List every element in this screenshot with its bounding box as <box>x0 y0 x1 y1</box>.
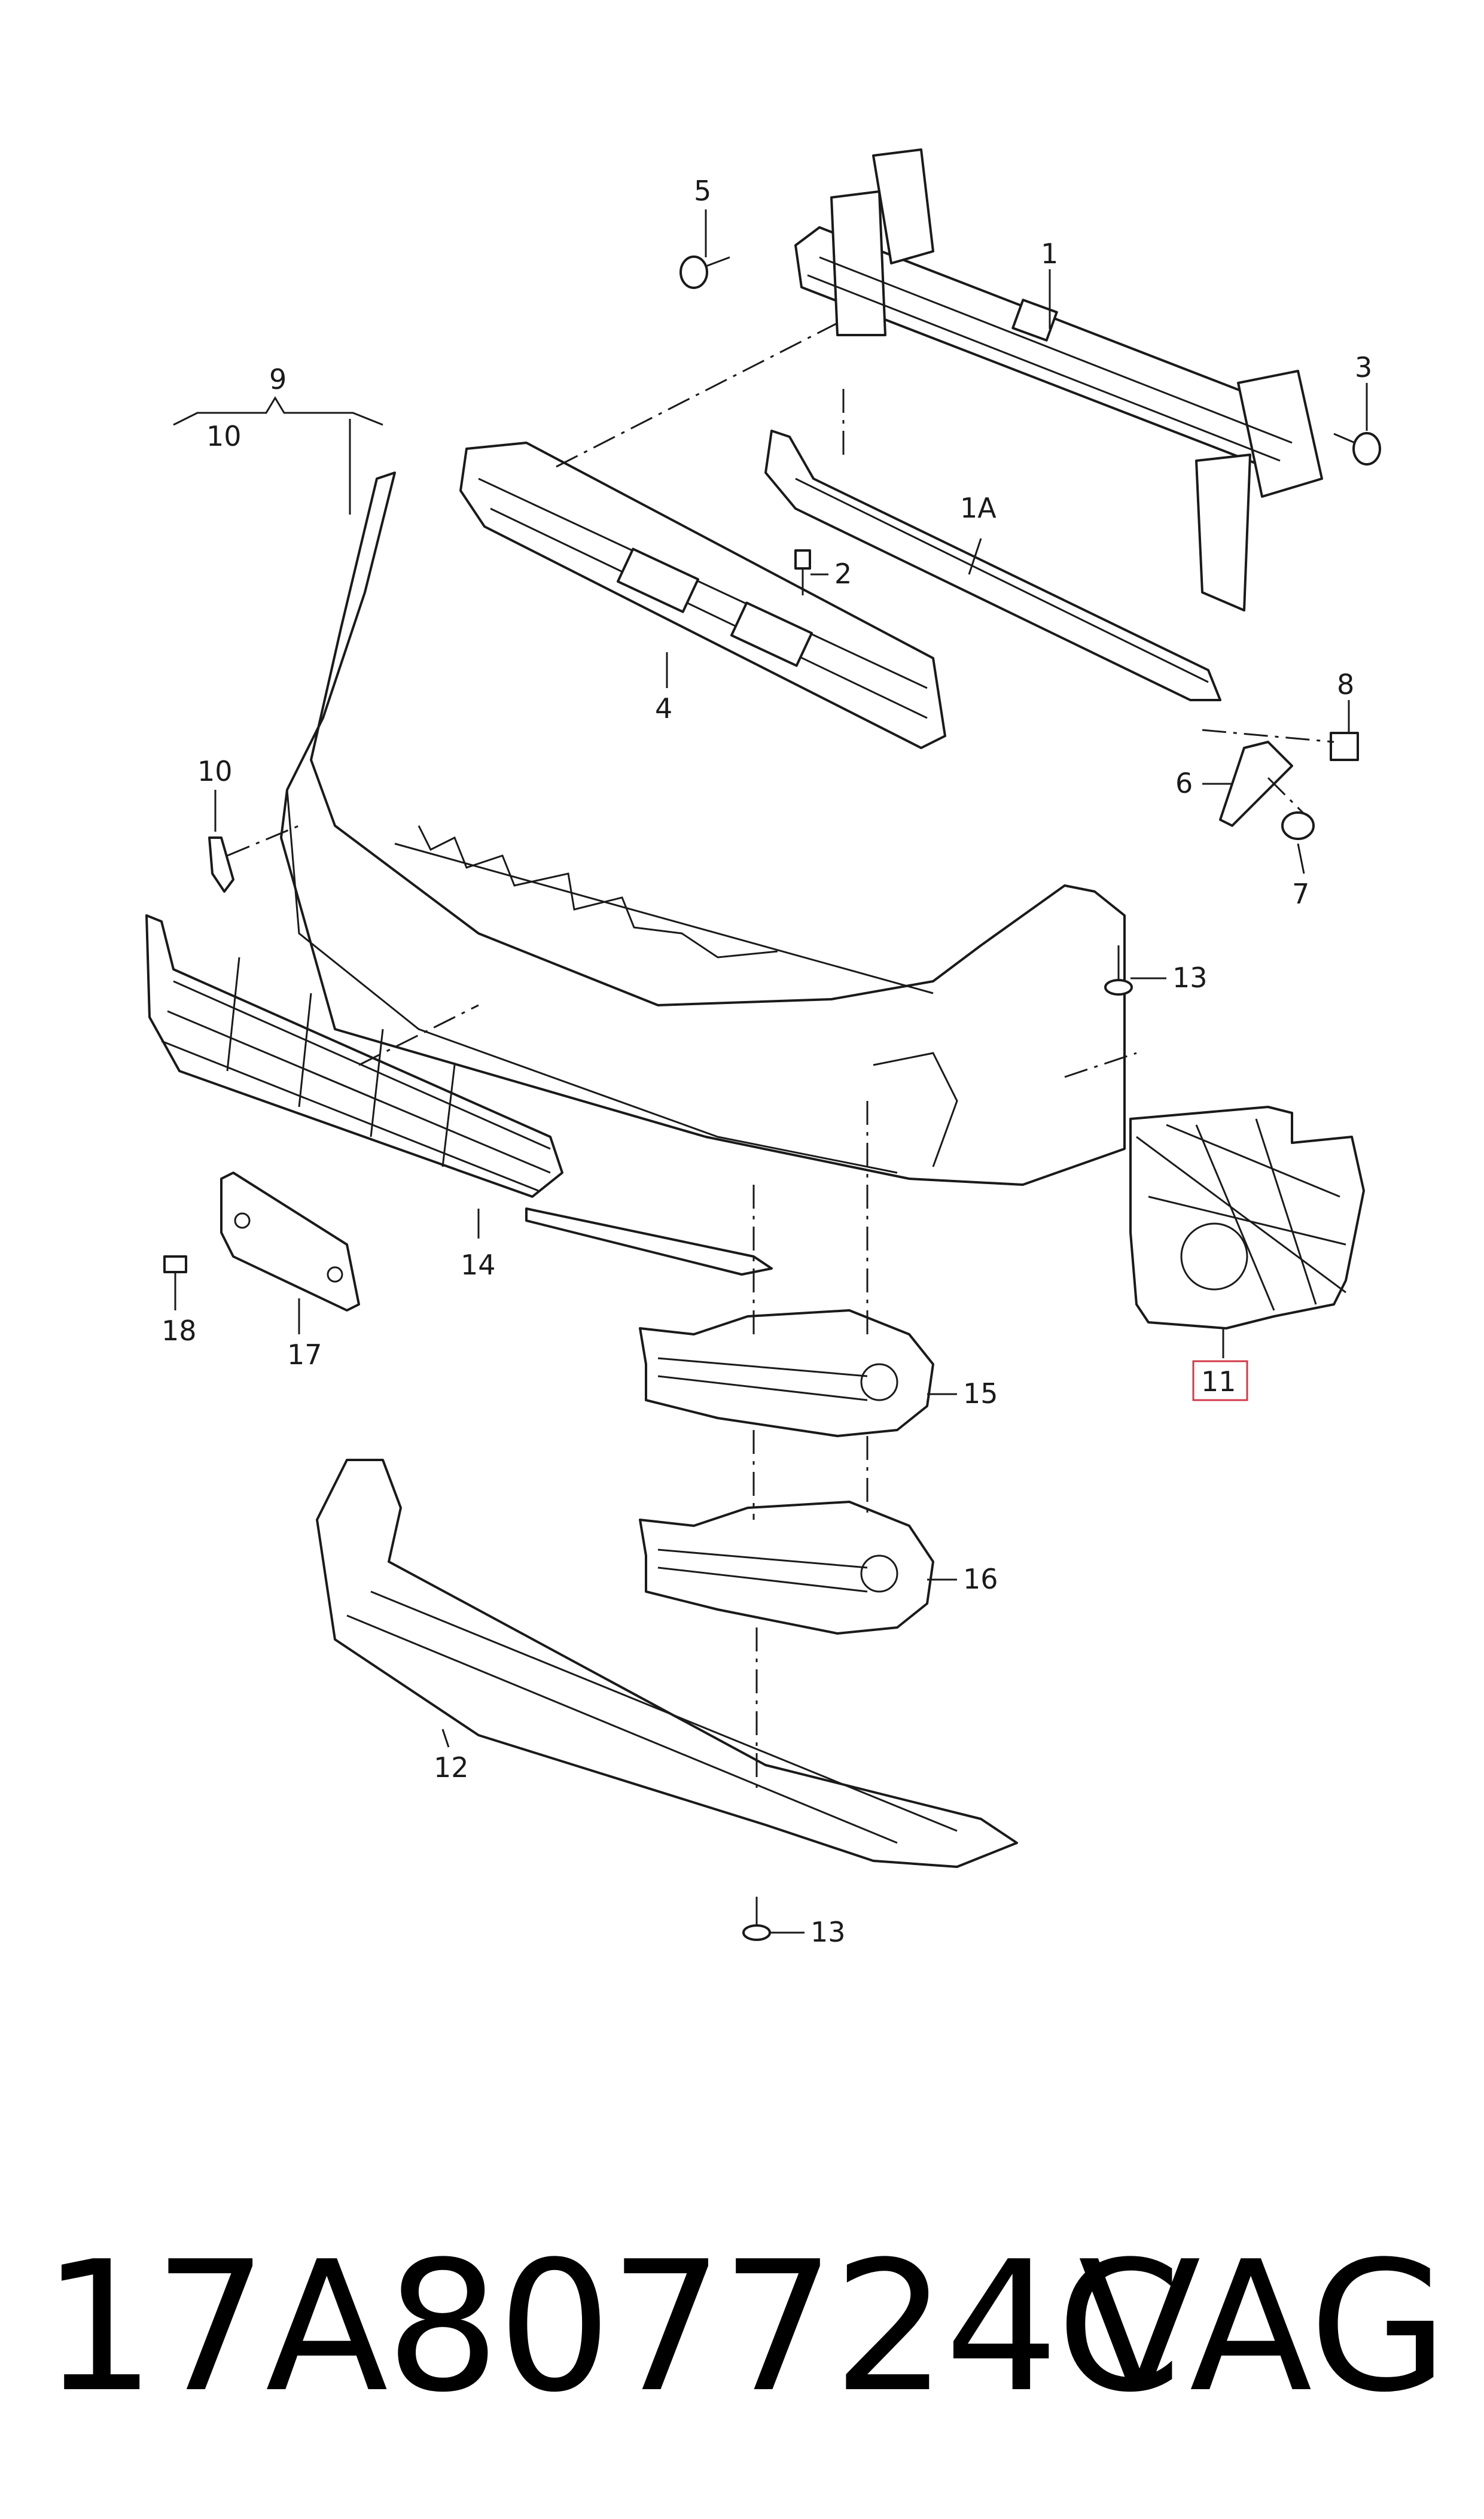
callout-12: 12 <box>434 1751 469 1784</box>
leader-lines <box>173 209 1368 1934</box>
callout-1a: 1A <box>960 492 997 524</box>
part-4-impact-absorber <box>459 442 946 749</box>
callout-7: 7 <box>1292 878 1309 910</box>
callout-16: 16 <box>963 1563 998 1595</box>
callout-9: 9 <box>269 363 287 396</box>
brand-label: VAG <box>1078 2223 1448 2432</box>
part-18-clip <box>163 1255 187 1292</box>
callout-15: 15 <box>963 1377 998 1410</box>
callout-6: 6 <box>1175 767 1193 799</box>
callout-4: 4 <box>655 692 672 725</box>
part-11-bracket <box>1129 1106 1365 1330</box>
callout-5: 5 <box>694 175 711 207</box>
part-15-fog-grille <box>639 1309 934 1437</box>
part-17-plate-holder <box>220 1172 360 1312</box>
callout-8: 8 <box>1337 668 1354 701</box>
callout-10-top: 10 <box>206 420 242 452</box>
part-9-bumper-cover <box>280 471 1126 1186</box>
part-number-label: 17A807724C <box>42 2223 1182 2432</box>
callout-13-bottom: 13 <box>810 1916 846 1948</box>
part-10-bracket <box>208 836 234 893</box>
part-3-bolt <box>1333 432 1381 466</box>
callout-11: 11 <box>1201 1365 1236 1398</box>
callout-18: 18 <box>161 1315 197 1347</box>
part-1a-lower-strip <box>764 430 1221 701</box>
part-14-grille <box>145 914 773 1276</box>
part-8-clip <box>1330 732 1359 761</box>
part-5-bolt <box>679 255 730 289</box>
callout-10-side: 10 <box>197 755 233 787</box>
part-12-spoiler <box>316 1459 1018 1868</box>
part-13-screw-bottom <box>742 1897 771 1941</box>
part-7-nut <box>1281 811 1315 840</box>
part-16-fog-grille <box>639 1501 934 1635</box>
highlight-box-11 <box>1192 1360 1248 1401</box>
exploded-parts-diagram: 1 1A 2 3 4 5 6 7 8 9 10 10 11 12 13 13 1… <box>145 148 1381 1948</box>
part-13-screw-right <box>1104 945 1133 996</box>
part-2-rivet <box>794 549 811 595</box>
callout-3: 3 <box>1355 351 1372 384</box>
part-6-clip <box>1219 741 1293 827</box>
callout-13-right: 13 <box>1172 962 1208 994</box>
callout-14: 14 <box>461 1249 496 1281</box>
callout-1: 1 <box>1041 238 1058 270</box>
part-1-reinforcement-beam <box>794 148 1323 612</box>
callout-17: 17 <box>287 1338 322 1371</box>
callout-2: 2 <box>834 558 852 590</box>
assembly-lines <box>227 322 1334 1795</box>
